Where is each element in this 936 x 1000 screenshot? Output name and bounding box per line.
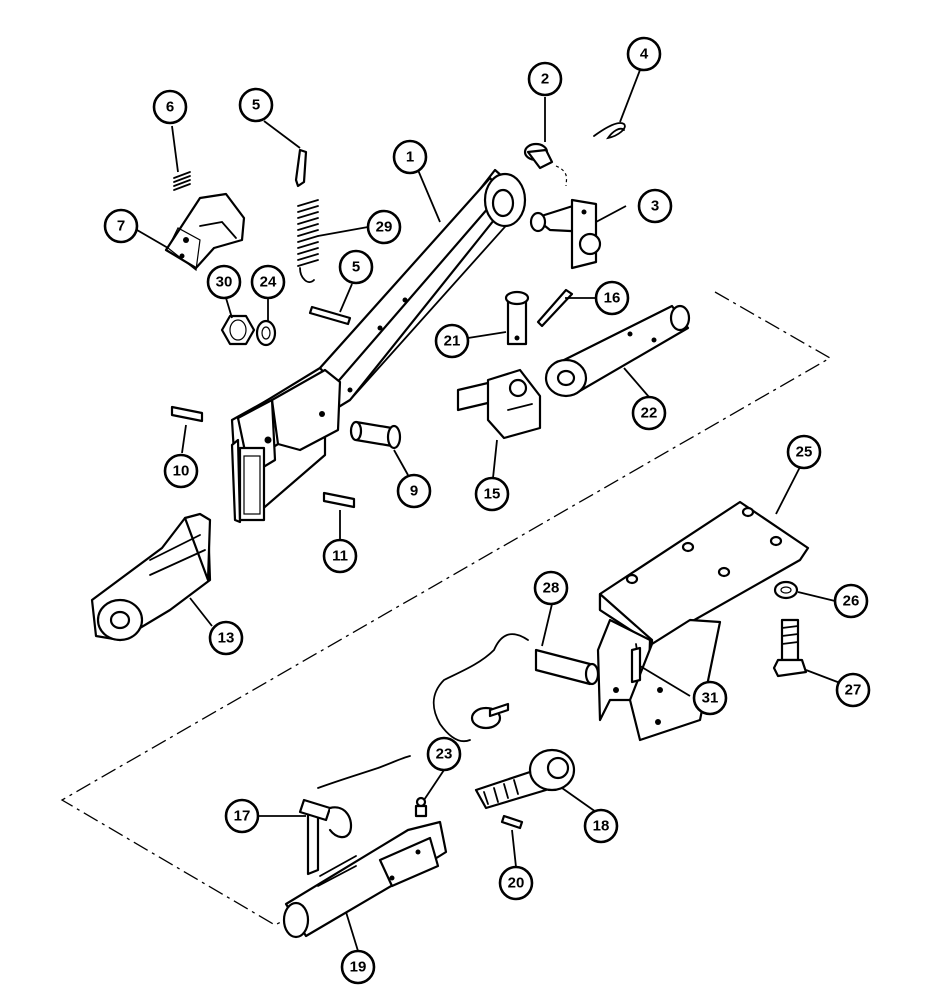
callout-24: 24 <box>250 264 286 300</box>
roll-pin-10 <box>170 405 204 423</box>
svg-text:13: 13 <box>218 630 235 647</box>
callout-18: 18 <box>583 808 619 844</box>
callout-31: 31 <box>692 680 728 716</box>
svg-text:6: 6 <box>166 99 174 116</box>
svg-text:4: 4 <box>640 46 649 63</box>
group-boundary-line <box>60 291 832 926</box>
callout-1: 1 <box>392 139 428 175</box>
svg-text:19: 19 <box>350 959 367 976</box>
callout-5-upper: 5 <box>238 87 274 123</box>
chained-pin-28 <box>432 633 600 743</box>
callout-10: 10 <box>163 453 199 489</box>
callout-9: 9 <box>396 473 432 509</box>
callout-7: 7 <box>103 208 139 244</box>
callout-30: 30 <box>206 264 242 300</box>
callout-2: 2 <box>527 61 563 97</box>
callout-3: 3 <box>637 188 673 224</box>
svg-text:26: 26 <box>843 593 860 610</box>
plate-pin-3 <box>529 198 602 270</box>
nut-30 <box>220 314 256 346</box>
clevis-15 <box>456 368 542 440</box>
callout-28: 28 <box>533 570 569 606</box>
tube-eye-22 <box>544 304 691 398</box>
bolt-27 <box>772 618 808 678</box>
svg-text:25: 25 <box>796 444 813 461</box>
washer-26 <box>773 580 799 600</box>
spring-29 <box>297 199 319 283</box>
callout-29: 29 <box>366 209 402 245</box>
svg-text:15: 15 <box>484 486 501 503</box>
svg-text:23: 23 <box>436 746 453 763</box>
pin-2 <box>523 142 568 187</box>
roll-pin-20 <box>500 814 524 830</box>
svg-text:22: 22 <box>641 405 658 422</box>
svg-text:21: 21 <box>444 333 461 350</box>
svg-text:3: 3 <box>651 198 659 215</box>
svg-text:5: 5 <box>352 259 360 276</box>
svg-text:30: 30 <box>216 274 233 291</box>
svg-text:17: 17 <box>234 808 251 825</box>
callout-17: 17 <box>224 798 260 834</box>
split-pin-5-upper <box>294 148 308 188</box>
bracket-25 <box>596 500 810 742</box>
callout-26: 26 <box>833 583 869 619</box>
svg-text:27: 27 <box>845 682 862 699</box>
svg-text:10: 10 <box>173 463 190 480</box>
callout-21: 21 <box>434 323 470 359</box>
callout-27: 27 <box>835 672 871 708</box>
rod-end-18 <box>474 748 576 810</box>
svg-text:20: 20 <box>508 875 525 892</box>
pin-9 <box>349 420 402 450</box>
washer-24 <box>255 319 277 347</box>
callout-6: 6 <box>152 89 188 125</box>
callout-16: 16 <box>594 280 630 316</box>
tube-19 <box>282 820 448 939</box>
small-spring-6 <box>173 171 191 191</box>
svg-text:5: 5 <box>252 97 260 114</box>
spring-clip-4 <box>593 122 626 140</box>
svg-text:2: 2 <box>541 71 549 88</box>
split-pin-16 <box>536 288 574 328</box>
svg-text:9: 9 <box>410 483 418 500</box>
callout-25: 25 <box>786 434 822 470</box>
callout-11: 11 <box>322 538 358 574</box>
callout-19: 19 <box>340 949 376 985</box>
svg-text:7: 7 <box>117 218 125 235</box>
bracket-pin-31 <box>630 646 642 684</box>
svg-text:31: 31 <box>702 690 719 707</box>
ball-end-13 <box>90 512 212 642</box>
callout-13: 13 <box>208 620 244 656</box>
grease-nipple-23 <box>414 796 428 818</box>
svg-text:11: 11 <box>332 548 348 565</box>
split-pin-5-lower <box>308 305 352 326</box>
svg-text:16: 16 <box>604 290 621 307</box>
callout-4: 4 <box>626 36 662 72</box>
roll-pin-11 <box>322 491 356 509</box>
clevis-pin-21 <box>504 290 530 346</box>
leader-lines <box>136 69 849 952</box>
latch-7 <box>164 192 246 272</box>
callouts: 1 2 3 4 5 5 6 7 9 10 11 13 15 16 17 18 1… <box>103 36 871 985</box>
callout-20: 20 <box>498 865 534 901</box>
chained-clip-pin-17 <box>298 755 411 876</box>
svg-text:1: 1 <box>406 149 414 166</box>
callout-23: 23 <box>426 736 462 772</box>
callout-15: 15 <box>474 476 510 512</box>
svg-text:29: 29 <box>376 219 393 236</box>
lower-link-arm <box>230 168 527 524</box>
callout-22: 22 <box>631 395 667 431</box>
svg-text:18: 18 <box>593 818 610 835</box>
svg-text:24: 24 <box>260 274 277 291</box>
svg-text:28: 28 <box>543 580 560 597</box>
callout-5-lower: 5 <box>338 249 374 285</box>
